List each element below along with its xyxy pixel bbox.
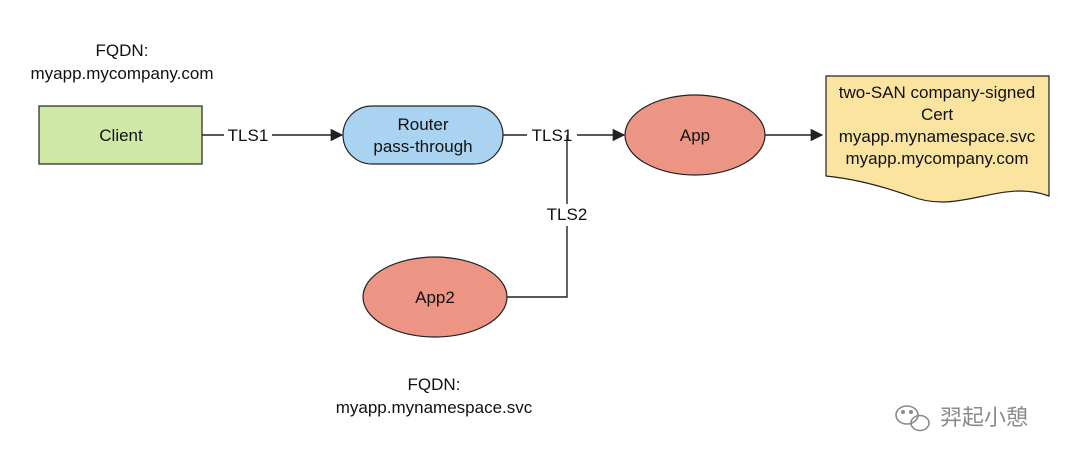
edge-app2-branch: TLS2 xyxy=(507,135,594,298)
client-node: Client xyxy=(38,105,203,165)
fqdn-bottom-value: myapp.mynamespace.svc xyxy=(336,398,533,417)
app-node: App xyxy=(624,94,766,176)
client-box xyxy=(38,105,203,165)
app-label: App xyxy=(680,126,710,145)
edge-router-app-label: TLS1 xyxy=(532,126,573,145)
app2-node: App2 xyxy=(362,256,508,338)
edge-app2-branch-line xyxy=(507,135,568,298)
fqdn-bottom-label: FQDN: xyxy=(408,375,461,394)
fqdn-top-value: myapp.mycompany.com xyxy=(31,64,214,83)
wechat-icon xyxy=(895,405,930,432)
cert-label-line1: two-SAN company-signed xyxy=(839,83,1036,102)
router-label-line2: pass-through xyxy=(373,137,472,156)
edge-app2-branch-label: TLS2 xyxy=(547,205,588,224)
app2-label: App2 xyxy=(415,288,455,307)
edge-label-bg xyxy=(540,204,594,226)
edge-client-router-label: TLS1 xyxy=(228,126,269,145)
edge-router-app: TLS1 xyxy=(503,123,626,145)
cert-label-line4: myapp.mycompany.com xyxy=(846,149,1029,168)
router-node: Router pass-through xyxy=(342,105,504,165)
edge-client-router: TLS1 xyxy=(202,123,344,145)
router-label-line1: Router xyxy=(397,115,448,134)
cert-node: two-SAN company-signed Cert myapp.myname… xyxy=(825,75,1050,203)
fqdn-bottom-annotation: FQDN: myapp.mynamespace.svc xyxy=(336,375,533,417)
fqdn-top-annotation: FQDN: myapp.mycompany.com xyxy=(31,41,214,83)
cert-label-line2: Cert xyxy=(921,105,953,124)
cert-document-shape xyxy=(825,75,1050,203)
watermark: 羿起小憩 xyxy=(895,405,1028,432)
fqdn-top-label: FQDN: xyxy=(96,41,149,60)
watermark-text: 羿起小憩 xyxy=(940,405,1028,430)
app2-ellipse xyxy=(362,256,508,338)
edge-label-bg xyxy=(224,123,272,145)
edge-label-bg xyxy=(527,123,577,145)
client-label: Client xyxy=(99,126,143,145)
cert-label-line3: myapp.mynamespace.svc xyxy=(839,127,1036,146)
